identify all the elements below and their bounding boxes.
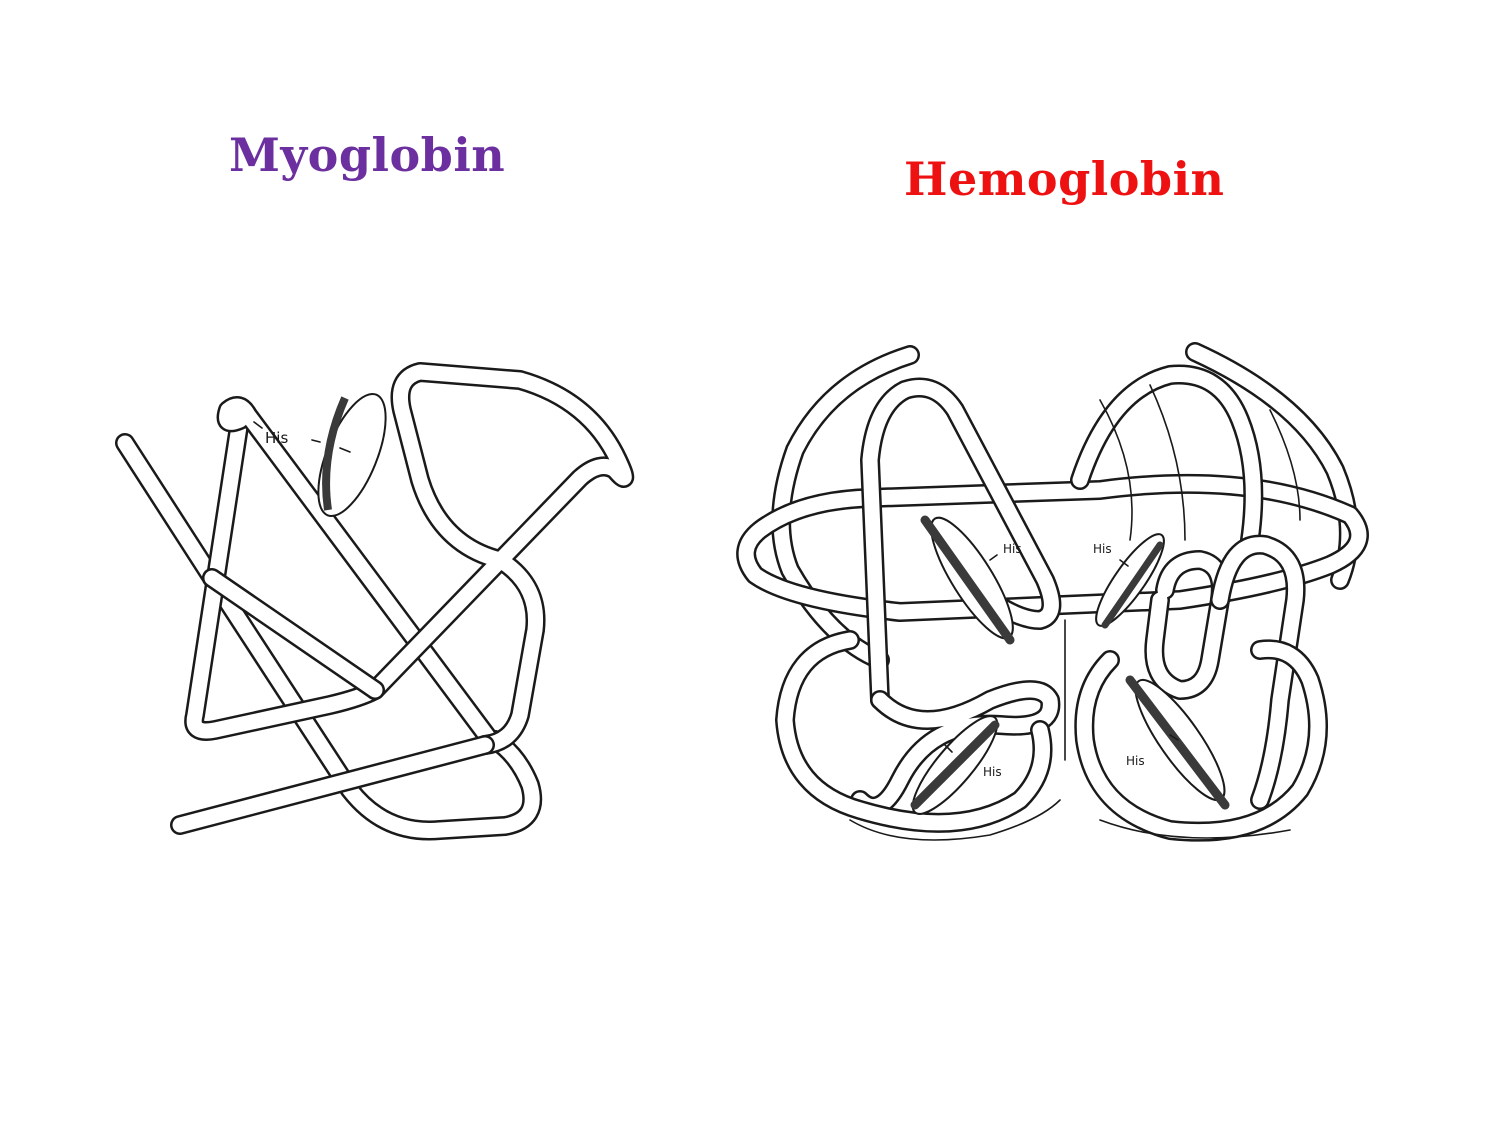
hemoglobin-his-label-upper-right: His [1093, 542, 1112, 556]
hemoglobin-hemes [910, 515, 1230, 815]
hemoglobin-his-label-upper-left: His [1003, 542, 1022, 556]
hemoglobin-chains [736, 342, 1369, 842]
hemoglobin-his-label-lower-right: His [1126, 754, 1145, 768]
myoglobin-chain [115, 362, 635, 841]
myoglobin-his-label: His [265, 429, 288, 447]
myoglobin-heme [253, 393, 387, 517]
myoglobin-title: Myoglobin [229, 128, 506, 182]
hemoglobin-his-label-lower-left: His [983, 765, 1002, 779]
hemoglobin-title: Hemoglobin [904, 152, 1225, 206]
